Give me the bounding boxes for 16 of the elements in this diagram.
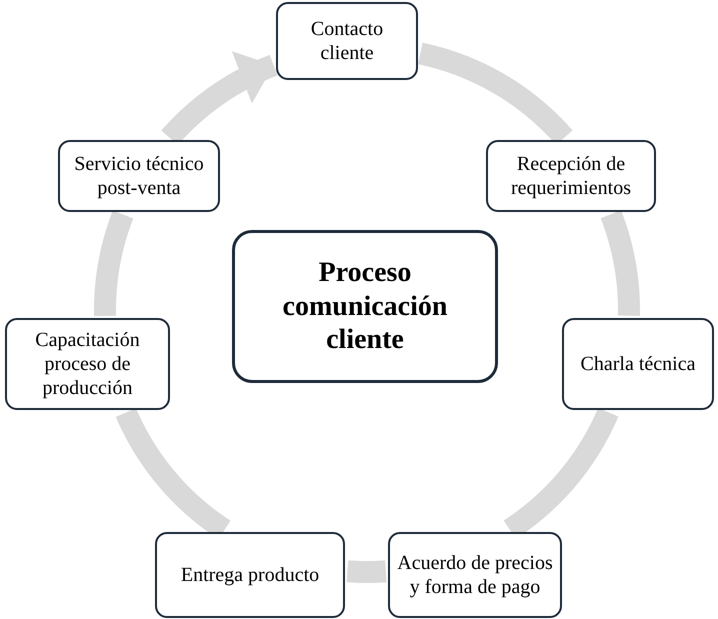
process-box (276, 2, 418, 80)
box-label: Recepción de requerimientos (510, 152, 632, 200)
process-box (388, 532, 562, 618)
box-label: Capacitación proceso de producción (34, 328, 141, 400)
box-label: Proceso comunicación cliente (282, 256, 448, 357)
process-box (155, 532, 345, 618)
process-box (5, 318, 170, 410)
process-box (562, 318, 714, 410)
central-box (232, 230, 498, 383)
process-box (486, 140, 656, 212)
box-label: Entrega producto (180, 563, 320, 587)
box-label: Acuerdo de precios y forma de pago (396, 551, 554, 599)
box-label: Contacto cliente (310, 17, 384, 65)
process-box (58, 140, 220, 212)
box-label: Charla técnica (580, 352, 696, 376)
box-label: Servicio técnico post-venta (73, 152, 205, 200)
